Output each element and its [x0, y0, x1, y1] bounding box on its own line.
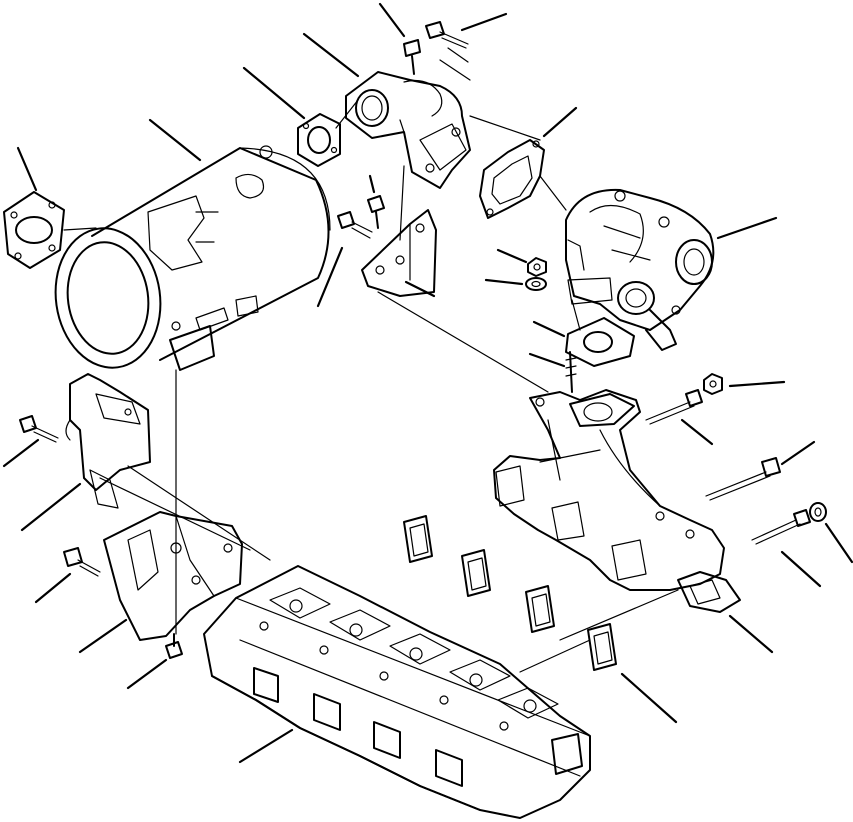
elbow-bolt-2: [425, 21, 469, 63]
lower-bracket-bolt-2: [165, 633, 183, 659]
exhaust-elbow: [345, 71, 471, 189]
manifold-long-bolt: [645, 389, 703, 425]
inlet-elbow: [65, 373, 151, 491]
rocker-arms: [259, 587, 559, 731]
head-side-ports: [253, 667, 583, 787]
callout-leaders: [2, 2, 853, 764]
manifold-bolt-3: [751, 509, 811, 545]
cylinder-head: [203, 565, 591, 819]
manifold-long-bolt-2: [705, 457, 781, 501]
turbo-stud: [565, 351, 577, 393]
lower-bracket-bolt: [63, 547, 101, 577]
muffler-flange-gasket: [3, 191, 65, 269]
muffler: [54, 145, 331, 371]
elbow-bolt: [403, 39, 421, 75]
turbo-washer: [525, 277, 547, 291]
inlet-elbow-stay: [89, 469, 119, 509]
assembly-lines: [99, 59, 679, 673]
muffler-gasket: [297, 113, 341, 167]
manifold-nut: [703, 373, 723, 395]
manifold-port-gasket: [403, 515, 617, 671]
muffler-bracket: [361, 209, 437, 297]
turbo-gasket-upper: [479, 139, 545, 219]
lower-bracket: [103, 511, 243, 641]
exhaust-manifold: [493, 389, 725, 591]
manifold-washer: [809, 502, 827, 522]
manifold-end-gasket: [677, 571, 741, 613]
bracket-bolt: [367, 195, 385, 229]
inlet-elbow-bolt: [19, 415, 59, 443]
bracket-bolt-2: [337, 211, 373, 239]
turbocharger: [565, 188, 715, 351]
turbo-nut: [527, 257, 547, 277]
turbo-flange-gasket: [565, 317, 635, 367]
